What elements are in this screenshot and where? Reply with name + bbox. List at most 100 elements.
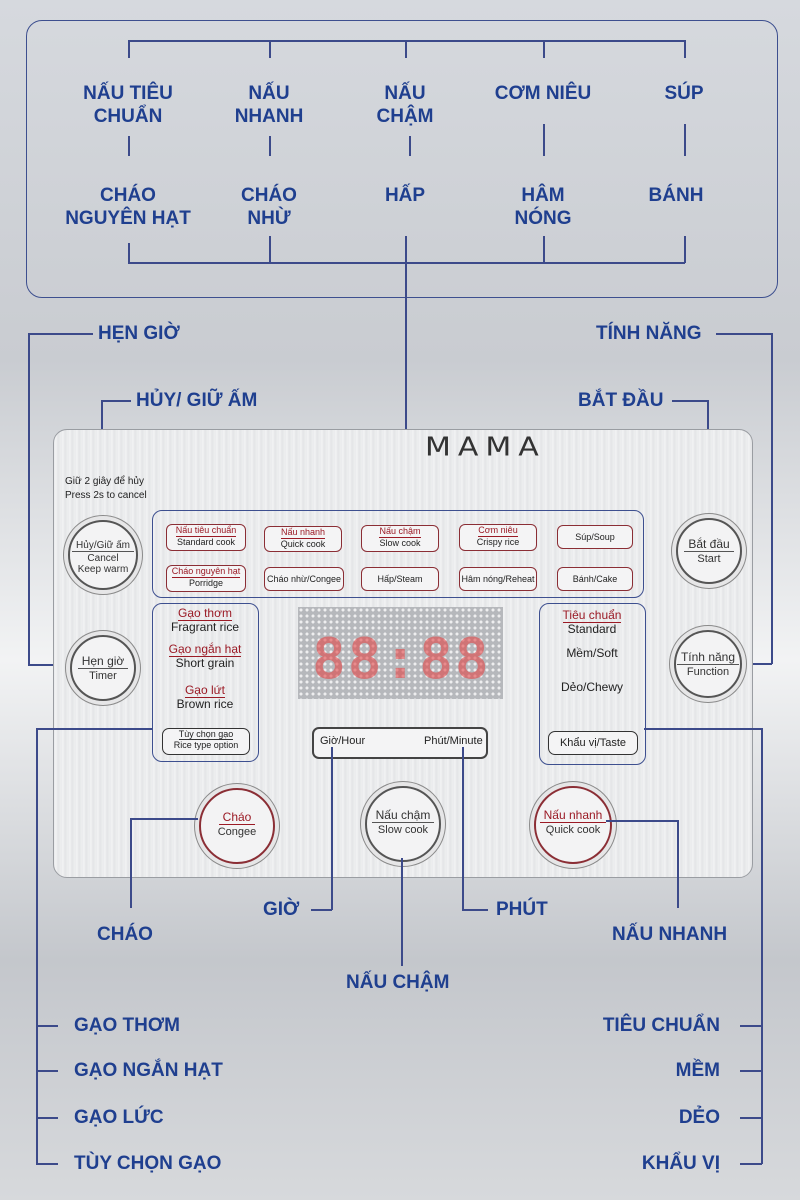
callout-line — [28, 333, 30, 665]
rice-short-vi: Gạo ngắn hạt — [168, 642, 242, 657]
label-hen-gio: HẸN GIỜ — [98, 323, 180, 344]
menu-btn-slow-cook[interactable]: Nấu chậm Slow cook — [361, 525, 439, 552]
timer-button[interactable]: Hẹn giờ Timer — [70, 635, 136, 701]
callout-line — [740, 1117, 762, 1119]
hour-button-label[interactable]: Giờ/Hour — [320, 735, 366, 747]
menu-btn-label-vi: Nấu nhanh — [280, 527, 326, 539]
callout-line — [36, 1117, 58, 1119]
cancel-keep-warm-button[interactable]: Hủy/Giữ ấm Cancel Keep warm — [68, 520, 138, 590]
label-huy-giu-am: HỦY/ GIỮ ẤM — [136, 390, 258, 411]
label-khau-vi: KHẨU VỊ — [641, 1153, 720, 1174]
bracket-line — [543, 40, 545, 58]
function-button[interactable]: Tính năng Function — [674, 630, 742, 698]
menu-buttons-group — [152, 510, 644, 598]
menu-btn-label-vi: Cháo nguyên hạt — [171, 566, 241, 578]
taste-standard: Tiêu chuẩn Standard — [539, 608, 645, 636]
menu-btn-label: Bánh/Cake — [572, 574, 618, 584]
quick-cook-button[interactable]: Nấu nhanh Quick cook — [534, 786, 612, 864]
label-bat-dau: BẮT ĐẦU — [578, 390, 664, 411]
menu-btn-label: Hâm nóng/Reheat — [461, 574, 535, 584]
menu-btn-porridge[interactable]: Cháo nguyên hạt Porridge — [166, 565, 246, 592]
label-deo: DẺO — [678, 1107, 720, 1128]
menu-btn-reheat[interactable]: Hâm nóng/Reheat — [459, 567, 537, 591]
rice-type-group — [152, 603, 259, 762]
taste-standard-vi: Tiêu chuẩn — [562, 608, 622, 623]
label-nau-nhanh: NẤU NHANH — [234, 83, 304, 127]
callout-line — [740, 1025, 762, 1027]
cancel-btn-label-en1: Cancel — [87, 553, 119, 564]
menu-btn-cake[interactable]: Bánh/Cake — [557, 567, 633, 591]
bracket-line — [405, 236, 407, 263]
menu-connector-line — [405, 262, 407, 512]
label-gao-ngan-hat: GẠO NGẮN HẠT — [74, 1060, 223, 1081]
callout-line — [462, 909, 488, 911]
callout-line — [716, 333, 772, 335]
callout-line — [606, 820, 678, 822]
congee-button[interactable]: Cháo Congee — [199, 788, 275, 864]
callout-line — [36, 728, 152, 730]
bracket-line — [684, 40, 686, 58]
menu-btn-label-vi: Nấu tiêu chuẩn — [175, 525, 237, 537]
callout-line — [28, 333, 93, 335]
bracket-line — [269, 236, 271, 263]
timer-btn-label-vi: Hẹn giờ — [77, 654, 129, 669]
time-bar — [312, 727, 488, 759]
callout-line — [677, 820, 679, 908]
callout-line — [36, 1163, 58, 1165]
rice-type-option-button[interactable]: Tùy chọn gạo Rice type option — [162, 728, 250, 755]
taste-button[interactable]: Khẩu vị/Taste — [548, 731, 638, 755]
slow-cook-button[interactable]: Nấu chậm Slow cook — [365, 786, 441, 862]
callout-line — [672, 400, 708, 402]
callout-line — [36, 1070, 58, 1072]
bracket-line — [128, 262, 685, 264]
quick-btn-label-en: Quick cook — [545, 824, 601, 836]
callout-line — [101, 400, 131, 402]
label-hap: HẤP — [384, 185, 426, 206]
start-button[interactable]: Bắt đầu Start — [676, 518, 742, 584]
led-display: 88:88 — [298, 607, 503, 699]
label-ham-nong: HÂM NÓNG — [514, 185, 572, 229]
cancel-btn-label-en2: Keep warm — [77, 564, 129, 575]
label-banh: BÁNH — [648, 185, 704, 206]
label-nau-tieu-chuan: NẤU TIÊU CHUẨN — [83, 83, 173, 127]
label-tinh-nang: TÍNH NĂNG — [596, 323, 702, 344]
callout-line — [771, 333, 773, 664]
taste-group — [539, 603, 646, 765]
callout-line — [331, 747, 333, 910]
menu-btn-steam[interactable]: Hấp/Steam — [361, 567, 439, 591]
start-btn-label-en: Start — [697, 553, 721, 565]
callout-line — [644, 728, 762, 730]
function-btn-label-en: Function — [686, 666, 730, 678]
bracket-line — [405, 40, 407, 58]
menu-btn-label-en: Quick cook — [280, 539, 326, 549]
quick-btn-label-vi: Nấu nhanh — [539, 808, 607, 823]
taste-chewy: Dẻo/Chewy — [560, 680, 624, 694]
menu-btn-label-vi: Cơm niêu — [478, 525, 518, 537]
slow-btn-label-en: Slow cook — [377, 824, 429, 836]
rice-option-vi: Tùy chọn gạo — [178, 729, 234, 740]
rice-fragrant-en: Fragrant rice — [170, 620, 240, 634]
cancel-btn-label-vi: Hủy/Giữ ấm — [72, 540, 134, 552]
function-btn-label-vi: Tính năng — [676, 650, 740, 665]
minute-button-label[interactable]: Phút/Minute — [424, 735, 483, 747]
menu-btn-standard-cook[interactable]: Nấu tiêu chuẩn Standard cook — [166, 524, 246, 551]
label-chao: CHÁO — [97, 924, 153, 945]
timer-btn-label-en: Timer — [89, 670, 117, 682]
bracket-line — [269, 136, 271, 156]
label-sup: SÚP — [664, 83, 704, 104]
menu-btn-label: Hấp/Steam — [377, 574, 423, 584]
menu-btn-soup[interactable]: Súp/Soup — [557, 525, 633, 549]
label-nau-cham: NẤU CHẬM — [376, 83, 434, 127]
rice-short-grain: Gạo ngắn hạt Short grain — [152, 642, 258, 670]
bracket-line — [128, 243, 130, 263]
menu-btn-crispy-rice[interactable]: Cơm niêu Crispy rice — [459, 524, 537, 551]
bracket-line — [269, 40, 271, 58]
callout-line — [130, 818, 198, 820]
rice-option-en: Rice type option — [173, 740, 239, 750]
menu-btn-congee-menu[interactable]: Cháo nhừ/Congee — [264, 567, 344, 591]
label-com-nieu: CƠM NIÊU — [494, 83, 592, 104]
hint-text-line1: Giữ 2 giây để hủy — [65, 476, 144, 487]
rice-brown: Gạo lứt Brown rice — [152, 683, 258, 711]
label-tuy-chon-gao: TÙY CHỌN GẠO — [74, 1153, 222, 1174]
menu-btn-quick-cook[interactable]: Nấu nhanh Quick cook — [264, 526, 342, 552]
